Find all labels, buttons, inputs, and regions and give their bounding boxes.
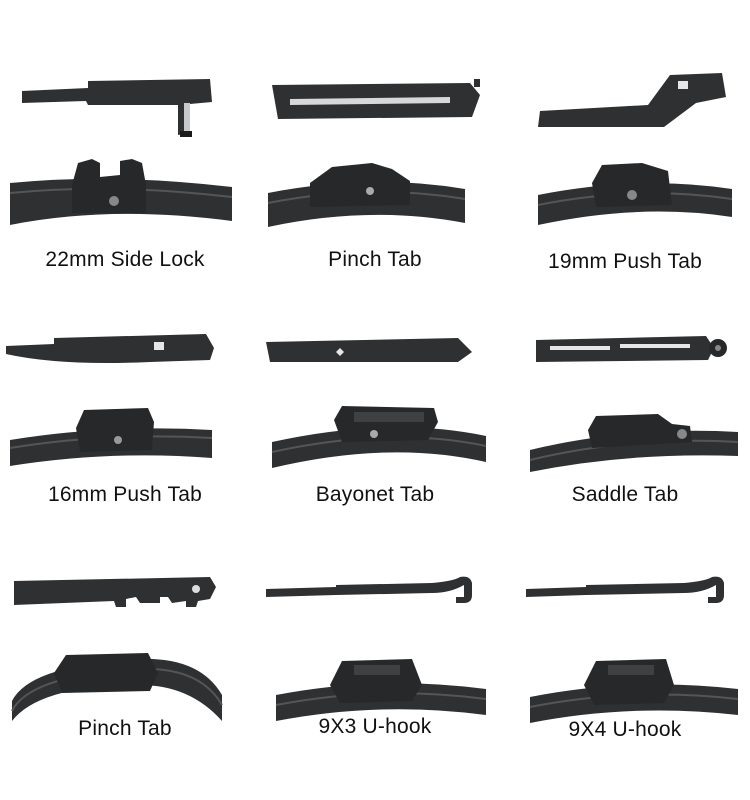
adapter-cell-bayonet-tab: Bayonet Tab — [250, 290, 500, 530]
adapter-label: Saddle Tab — [571, 483, 679, 506]
adapter-label: 9X3 U-hook — [318, 715, 432, 738]
19mm-push-tab-arm-and-blade-image — [537, 73, 733, 225]
adapter-cell-saddle-tab: Saddle Tab — [500, 290, 750, 530]
pinch-tab-notched-arm-and-blade-image — [11, 577, 223, 721]
adapter-label: Bayonet Tab — [315, 483, 435, 506]
9x3-u-hook-arm-and-blade-image — [266, 576, 487, 721]
adapter-label: 22mm Side Lock — [45, 248, 205, 271]
pinch-tab-arm-and-blade-image — [267, 79, 480, 227]
adapter-label: 9X4 U-hook — [568, 718, 682, 741]
side-lock-arm-and-blade-image — [9, 79, 233, 225]
adapter-label: Pinch Tab — [78, 717, 172, 740]
9x4-u-hook-arm-and-blade-image — [526, 576, 739, 723]
adapter-cell-16mm-push-tab: 16mm Push Tab — [0, 290, 250, 530]
16mm-push-tab-arm-and-blade-image — [6, 334, 214, 466]
bayonet-tab-arm-and-blade-image — [266, 338, 487, 468]
adapter-cell-9x4-u-hook: 9X4 U-hook — [500, 525, 750, 765]
adapter-label: Pinch Tab — [328, 248, 422, 271]
adapter-cell-side-lock: 22mm Side Lock — [0, 55, 250, 295]
adapter-label: 16mm Push Tab — [48, 483, 202, 506]
adapter-cell-pinch-tab: Pinch Tab — [250, 55, 500, 295]
adapter-cell-pinch-tab-2: Pinch Tab — [0, 525, 250, 765]
saddle-tab-arm-and-blade-image — [529, 336, 739, 472]
adapter-label: 19mm Push Tab — [548, 250, 702, 273]
adapter-cell-9x3-u-hook: 9X3 U-hook — [250, 525, 500, 765]
adapter-cell-19mm-push-tab: 19mm Push Tab — [500, 55, 750, 295]
